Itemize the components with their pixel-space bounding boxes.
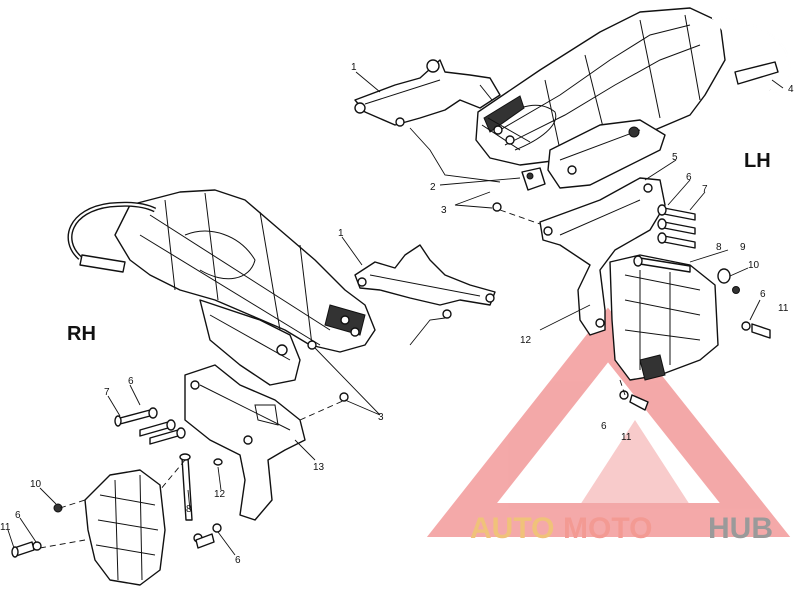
lh-nut-10 <box>732 286 740 294</box>
watermark-logo: AUTO MOTO HUB <box>470 512 773 545</box>
watermark-triangle <box>426 307 791 537</box>
callout-lh-12: 12 <box>520 335 532 346</box>
lh-clamp-2 <box>521 167 546 191</box>
callout-rh-7: 7 <box>104 387 110 398</box>
lh-footrest-bracket <box>609 254 719 381</box>
rh-nut-10 <box>53 503 63 513</box>
rh-bolts-7 <box>114 407 186 445</box>
rh-rail-tube <box>67 201 157 273</box>
rh-nut-3b <box>339 392 349 402</box>
lh-bracket-1 <box>354 59 501 127</box>
callout-lh-1: 1 <box>351 62 357 73</box>
callout-rh-8: 8 <box>186 504 192 515</box>
callout-lh-8: 8 <box>716 242 722 253</box>
callout-rh-6c: 6 <box>235 555 241 566</box>
callout-lh-11b: 11 <box>621 432 632 443</box>
callout-lh-6a: 6 <box>686 172 692 183</box>
watermark-moto: MOTO <box>563 512 652 545</box>
callout-rh-3: 3 <box>378 412 384 423</box>
callout-rh-10: 10 <box>30 479 42 490</box>
rh-washer-12 <box>213 458 223 466</box>
rh-cradle-housing <box>114 189 376 353</box>
rh-leader-lines <box>7 236 446 556</box>
rh-bracket-1 <box>354 244 496 319</box>
lh-bolt-8 <box>633 255 691 273</box>
lh-cradle-housing <box>475 7 726 166</box>
callout-lh-6b: 6 <box>760 289 766 300</box>
callout-rh-6b: 6 <box>15 510 21 521</box>
callout-rh-6a: 6 <box>128 376 134 387</box>
rh-side-label: RH <box>67 323 96 345</box>
callout-lh-5: 5 <box>672 152 678 163</box>
lh-bolt-11a <box>741 321 771 339</box>
rh-bolt-lower <box>193 523 222 549</box>
callout-lh-9: 9 <box>740 242 746 253</box>
lh-leader-lines <box>355 71 784 396</box>
callout-lh-3: 3 <box>441 205 447 216</box>
lh-bolt-11b <box>619 390 649 411</box>
callout-rh-13: 13 <box>313 462 325 473</box>
rh-nut-3a <box>307 340 317 350</box>
lh-rail-tube <box>711 16 792 93</box>
callout-lh-2: 2 <box>430 182 436 193</box>
callout-lh-7: 7 <box>702 184 708 195</box>
rh-footrest-bracket <box>84 469 166 586</box>
lh-nut-3 <box>492 202 502 212</box>
watermark-hub: HUB <box>708 512 773 545</box>
lh-grommet-9 <box>717 268 731 284</box>
lh-rear-bracket <box>547 119 666 189</box>
lh-side-label: LH <box>744 150 771 172</box>
callout-lh-11a: 11 <box>778 303 789 314</box>
callout-lh-6c: 6 <box>601 421 607 432</box>
callout-lh-4: 4 <box>788 84 794 95</box>
callout-rh-12: 12 <box>214 489 226 500</box>
lh-bolts-7 <box>657 204 696 249</box>
callout-lh-10: 10 <box>748 260 760 271</box>
rh-rear-bracket <box>199 299 301 386</box>
rh-bolt-11 <box>11 541 35 558</box>
rh-side-plate-13 <box>184 364 306 521</box>
callout-rh-1: 1 <box>338 228 344 239</box>
lh-side-plate-5 <box>539 177 666 336</box>
callout-rh-11: 11 <box>0 522 11 533</box>
watermark-auto: AUTO <box>470 512 554 545</box>
